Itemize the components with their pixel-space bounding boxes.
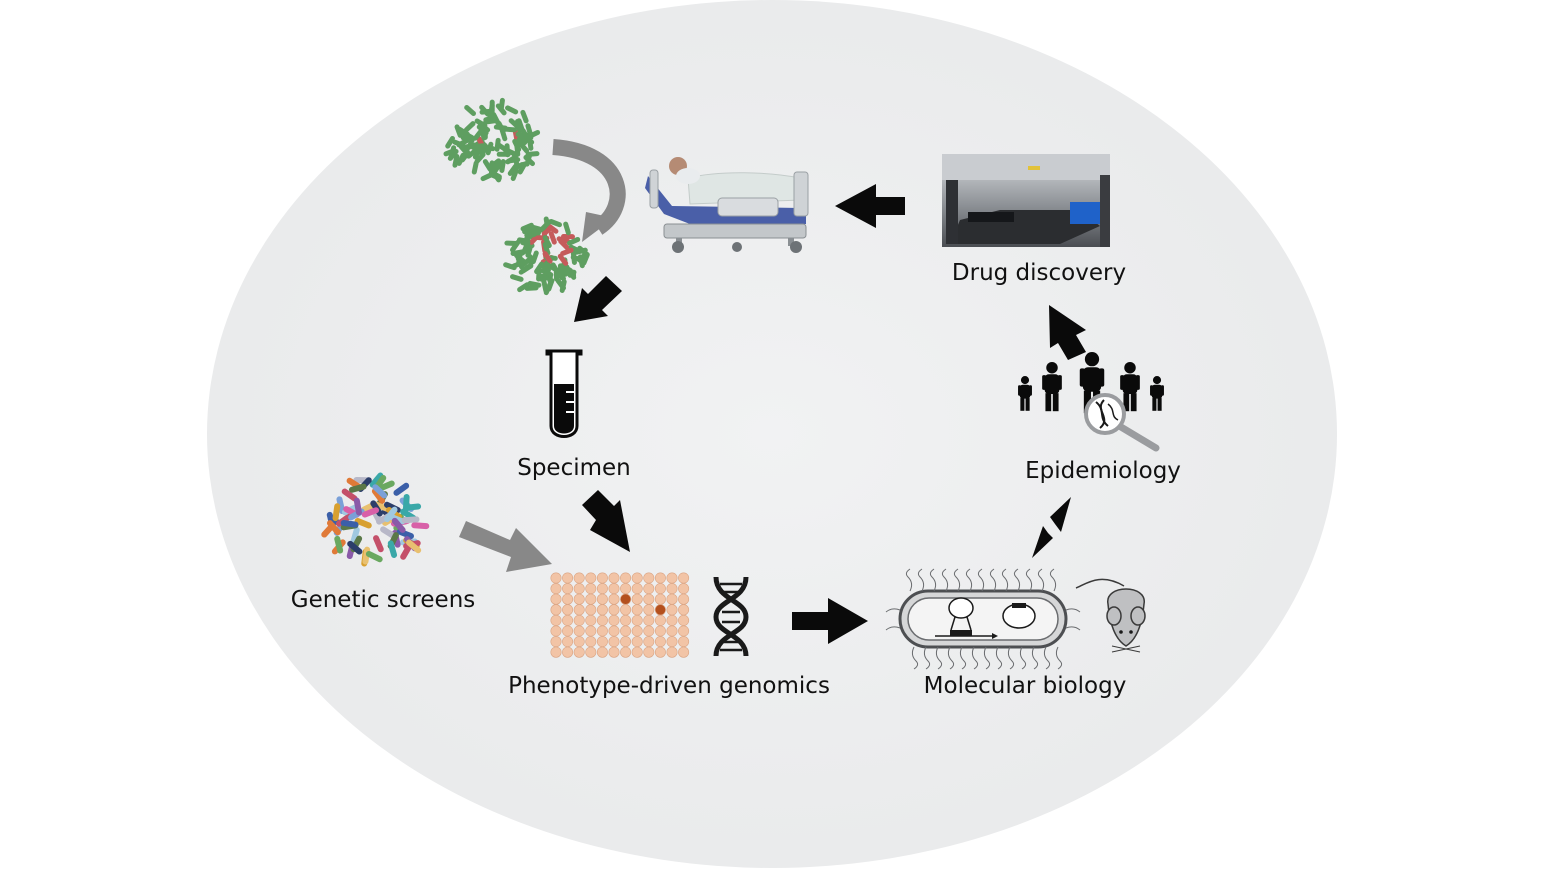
arrow-to-drug-discovery	[1049, 305, 1086, 360]
lab-instrument-photo	[942, 154, 1110, 247]
resistant-bacteria-cluster-icon	[503, 216, 590, 296]
arrow-to-plate	[582, 490, 630, 552]
gray-arrow-to-plate	[459, 521, 552, 572]
green-bacteria-cluster-icon	[443, 97, 541, 183]
population-magnifier-icon	[1018, 352, 1164, 452]
well-plate-icon	[550, 572, 690, 658]
label-drug-discovery: Drug discovery	[951, 260, 1127, 286]
dna-helix-icon	[713, 576, 749, 657]
background-ellipse	[207, 0, 1337, 868]
arrow-to-specimen	[574, 276, 622, 322]
bacterium-cell-icon	[885, 568, 1081, 670]
label-phenotype-driven-genomics: Phenotype-driven genomics	[508, 673, 830, 699]
label-genetic-screens: Genetic screens	[290, 587, 476, 613]
patient-bed-icon	[645, 157, 809, 253]
label-epidemiology: Epidemiology	[1025, 458, 1181, 484]
arrow-to-molecular-biology	[792, 598, 868, 644]
test-tube-icon	[545, 349, 583, 438]
mouse-icon	[1075, 578, 1146, 653]
arrow-to-patient	[835, 184, 905, 228]
label-specimen: Specimen	[517, 455, 631, 481]
gray-curved-arrow-icon	[552, 139, 626, 242]
mixed-bacteria-library-icon	[321, 472, 430, 567]
double-arrow-icon	[1032, 497, 1071, 558]
label-molecular-biology: Molecular biology	[923, 673, 1127, 699]
